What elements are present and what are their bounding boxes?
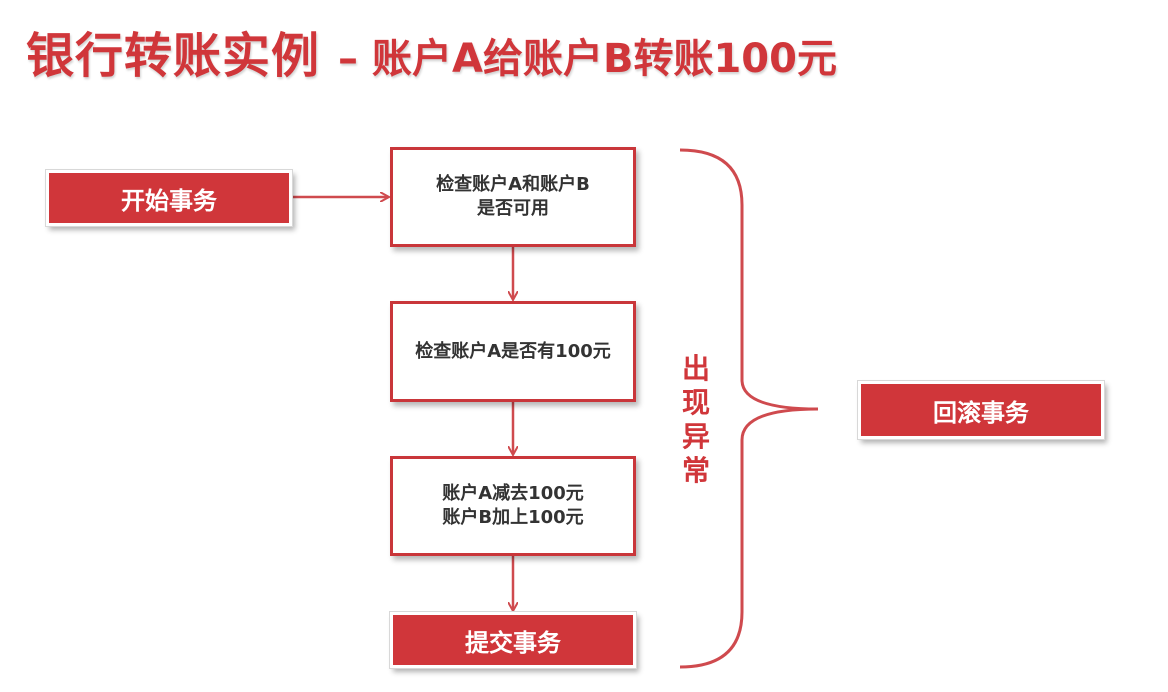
slide-title: 银行转账实例 – 账户A给账户B转账100元 xyxy=(26,16,837,86)
rollback-transaction-node: 回滚事务 xyxy=(857,380,1105,440)
title-separator: – xyxy=(338,36,359,82)
title-main: 银行转账实例 xyxy=(26,28,321,84)
start-transaction-label: 开始事务 xyxy=(121,186,217,215)
exception-brace xyxy=(679,148,819,669)
check-accounts-available-node: 检查账户A和账户B 是否可用 xyxy=(390,147,636,247)
transfer-node: 账户A减去100元 账户B加上100元 xyxy=(390,456,636,556)
transfer-line-1: 账户A减去100元 xyxy=(442,483,584,504)
check-accounts-line-1: 检查账户A和账户B xyxy=(436,174,590,195)
commit-transaction-node: 提交事务 xyxy=(389,611,637,669)
rollback-transaction-label: 回滚事务 xyxy=(933,398,1029,427)
commit-transaction-label: 提交事务 xyxy=(465,628,561,657)
title-subtitle: 账户A给账户B转账100元 xyxy=(372,36,837,82)
check-balance-node: 检查账户A是否有100元 xyxy=(390,301,636,402)
start-transaction-node: 开始事务 xyxy=(45,169,293,227)
check-balance-label: 检查账户A是否有100元 xyxy=(415,340,611,362)
transfer-line-2: 账户B加上100元 xyxy=(442,507,584,528)
exception-label: 出现异常 xyxy=(681,352,710,487)
check-accounts-line-2: 是否可用 xyxy=(477,198,549,219)
